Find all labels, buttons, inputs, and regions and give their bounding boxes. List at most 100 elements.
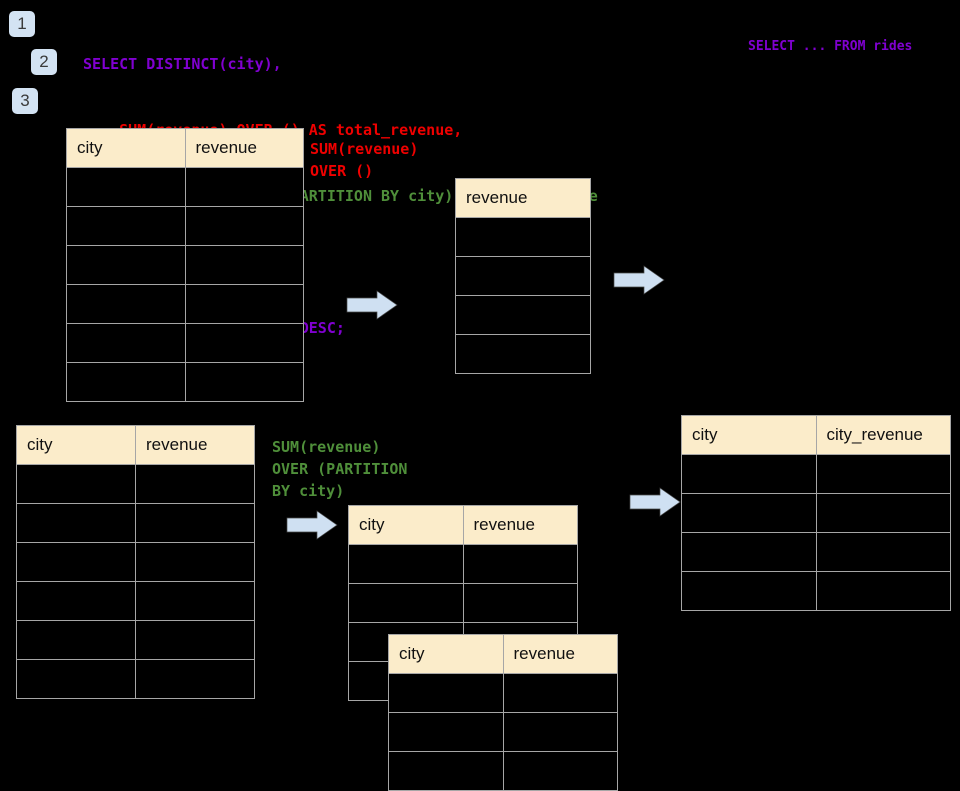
column-header-revenue: revenue (502, 634, 618, 674)
table-cell (135, 659, 255, 699)
table-cell (184, 167, 304, 207)
table-cell (455, 334, 591, 374)
column-header-revenue: revenue (462, 505, 578, 545)
table-cell (135, 581, 255, 621)
column-header-revenue: revenue (184, 128, 304, 168)
table-cell (16, 464, 136, 504)
table-cell (681, 454, 817, 494)
table-cell (455, 295, 591, 335)
table-row (455, 334, 591, 374)
arrow-right-icon (613, 265, 665, 295)
table-cell (135, 464, 255, 504)
table-cell (815, 571, 951, 611)
table-cell (66, 167, 186, 207)
table-cell (66, 206, 186, 246)
table-header-row: city revenue (388, 634, 618, 674)
sql-line-1: SELECT DISTINCT(city), (83, 55, 282, 73)
table-cell (184, 245, 304, 285)
table-cell (66, 362, 186, 402)
table-cell (66, 323, 186, 363)
table-cell (16, 503, 136, 543)
column-header-city: city (16, 425, 136, 465)
table-city-partition-front: city revenue (388, 634, 618, 791)
table-row (388, 673, 618, 713)
side-note-select-from-rides: SELECT ... FROM rides (748, 39, 913, 54)
table-row (16, 659, 255, 699)
column-header-revenue: revenue (455, 178, 591, 218)
column-header-city: city (681, 415, 817, 455)
table-row (681, 571, 951, 611)
table-row (16, 464, 255, 504)
table-row (388, 751, 618, 791)
table-cell (462, 544, 578, 584)
table-cell (502, 751, 618, 791)
table-row (681, 493, 951, 533)
table-row (16, 620, 255, 660)
table-row (16, 503, 255, 543)
table-cell (388, 673, 504, 713)
table-cell (388, 751, 504, 791)
table-cell (184, 284, 304, 324)
arrow-right-icon (629, 487, 681, 517)
step-badge-1[interactable]: 1 (9, 11, 35, 37)
table-rides-bottom: city revenue (16, 425, 255, 699)
table-header-row: city revenue (16, 425, 255, 465)
table-row (16, 581, 255, 621)
column-header-city-revenue: city_revenue (815, 415, 951, 455)
table-cell (16, 581, 136, 621)
table-row (66, 323, 304, 363)
annotation-sum-over-empty: SUM(revenue) OVER () (310, 140, 419, 180)
column-header-city: city (348, 505, 464, 545)
column-header-revenue: revenue (135, 425, 255, 465)
table-cell (681, 571, 817, 611)
table-cell (348, 583, 464, 623)
annotation-sum-over-partition: SUM(revenue) OVER (PARTITION BY city) (272, 438, 408, 500)
table-row (66, 206, 304, 246)
table-cell (388, 712, 504, 752)
table-cell (815, 454, 951, 494)
diagram-canvas: 1 2 3 SELECT DISTINCT(city), SUM(revenue… (9, 11, 951, 791)
arrow-right-icon (346, 290, 398, 320)
table-header-row: city city_revenue (681, 415, 951, 455)
table-cell (184, 323, 304, 363)
table-row (16, 542, 255, 582)
column-header-city: city (388, 634, 504, 674)
table-cell (681, 493, 817, 533)
column-header-city: city (66, 128, 186, 168)
table-cell (66, 284, 186, 324)
table-cell (815, 493, 951, 533)
table-cell (135, 620, 255, 660)
table-header-row: revenue (455, 178, 591, 218)
table-cell (16, 659, 136, 699)
table-cell (66, 245, 186, 285)
table-cell (135, 503, 255, 543)
step-badge-3[interactable]: 3 (12, 88, 38, 114)
table-cell (681, 532, 817, 572)
step-badge-2[interactable]: 2 (31, 49, 57, 75)
table-row (455, 217, 591, 257)
table-cell (502, 712, 618, 752)
table-row (455, 256, 591, 296)
table-cell (815, 532, 951, 572)
table-row (388, 712, 618, 752)
table-cell (455, 217, 591, 257)
table-rides-top: city revenue (66, 128, 304, 402)
arrow-right-icon (286, 510, 338, 540)
table-row (348, 583, 578, 623)
table-cell (16, 620, 136, 660)
table-row (66, 245, 304, 285)
table-cell (348, 544, 464, 584)
table-header-row: city revenue (66, 128, 304, 168)
table-revenue-total: revenue (455, 178, 591, 374)
table-row (455, 295, 591, 335)
table-row (66, 362, 304, 402)
table-cell (184, 362, 304, 402)
table-city-partition-mid: city revenue (348, 505, 578, 701)
table-row (66, 167, 304, 207)
table-cell (135, 542, 255, 582)
table-cell (462, 583, 578, 623)
table-row (681, 532, 951, 572)
table-row (681, 454, 951, 494)
table-cell (184, 206, 304, 246)
table-row (348, 544, 578, 584)
